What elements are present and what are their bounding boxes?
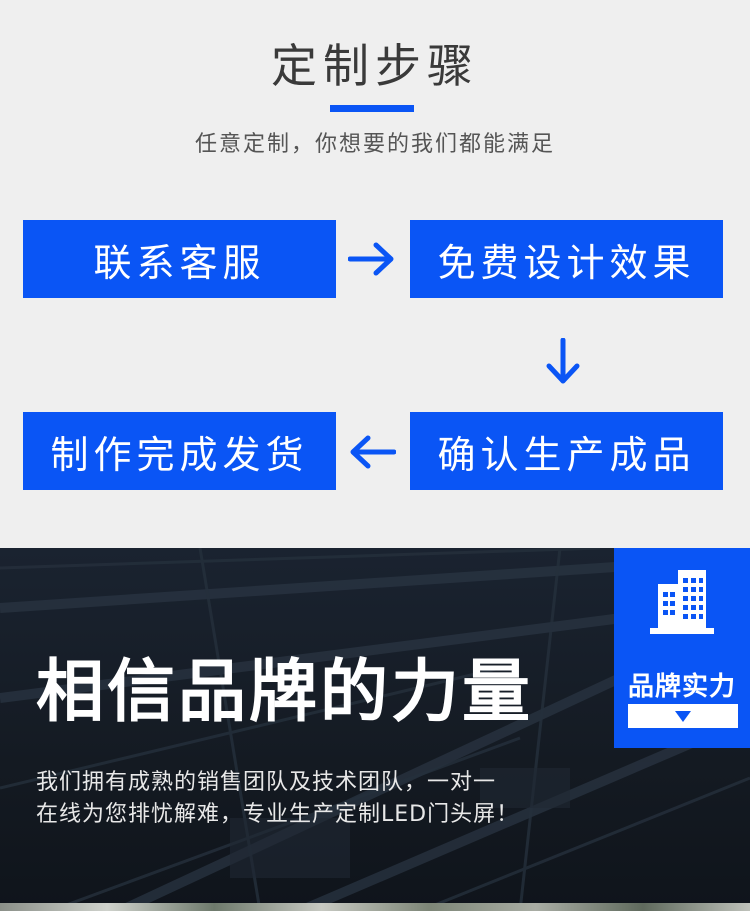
custom-steps-section: 定制步骤 任意定制，你想要的我们都能满足 联系客服 免费设计效果 确认生产成品 … [23,39,723,490]
brand-heading: 相信品牌的力量 [36,653,534,732]
step-confirm-production[interactable]: 确认生产成品 [410,412,723,490]
brand-description-line-2: 在线为您排忧解难，专业生产定制LED门头屏！ [36,802,520,827]
background-structure-image [0,548,750,911]
next-section-image-strip [0,903,750,911]
brand-strength-badge: 品牌实力 [614,548,750,748]
arrow-left-icon [348,434,396,470]
step-complete-shipping[interactable]: 制作完成发货 [23,412,336,490]
title-underline [330,105,414,112]
section-title: 定制步骤 [271,39,479,93]
badge-label: 品牌实力 [627,672,736,702]
section-subtitle: 任意定制，你想要的我们都能满足 [194,132,555,157]
arrow-down-icon [545,338,581,386]
building-icon [648,566,716,640]
step-contact-service[interactable]: 联系客服 [23,220,336,298]
brand-description-line-1: 我们拥有成熟的销售团队及技术团队，一对一 [36,770,497,795]
brand-strength-section: 相信品牌的力量 我们拥有成熟的销售团队及技术团队，一对一 在线为您排忧解难，专业… [0,548,750,911]
arrow-right-icon [348,241,396,277]
triangle-down-icon [675,711,691,722]
step-free-design[interactable]: 免费设计效果 [410,220,723,298]
